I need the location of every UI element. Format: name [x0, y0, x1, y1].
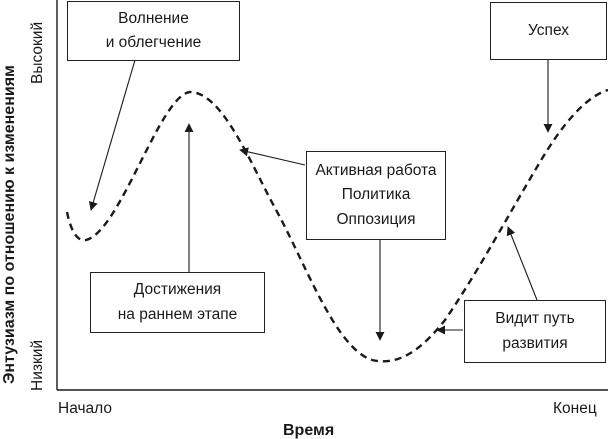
x-axis-title: Время	[283, 422, 335, 439]
y-label-high: Высокий	[29, 21, 46, 84]
box-success: Успех	[490, 2, 607, 60]
box-active-line3: Оппозиция	[336, 210, 416, 228]
box-excitement-line2: и облегчение	[105, 34, 202, 51]
box-early-achievements: Достижения на раннем этапе	[90, 272, 265, 333]
box-early-line1: Достижения	[133, 281, 222, 299]
box-sees-path: Видит путь развития	[464, 300, 606, 363]
box-active-line2: Политика	[341, 186, 411, 204]
arrow-path-to-rise	[506, 226, 538, 301]
box-path-line1: Видит путь	[495, 310, 575, 328]
y-label-low: Низкий	[29, 339, 46, 391]
box-excitement-line1: Волнение	[118, 9, 189, 27]
box-active-line1: Активная работа	[315, 162, 437, 180]
arrow-active-to-curve	[239, 147, 306, 166]
x-label-start: Начало	[58, 400, 113, 417]
box-excitement-relief: Волнение и облегчение	[67, 1, 240, 61]
box-early-line2: на раннем этапе	[117, 305, 238, 323]
x-label-end: Конец	[553, 400, 597, 417]
y-axis-title: Энтузиазм по отношению к изменениям	[1, 65, 18, 384]
arrow-excitement	[88, 59, 136, 211]
box-success-line1: Успех	[528, 21, 569, 39]
box-path-line2: развития	[502, 334, 568, 352]
enthusiasm-curve	[65, 88, 608, 363]
box-active-work: Активная работа Политика Оппозиция	[306, 151, 446, 240]
